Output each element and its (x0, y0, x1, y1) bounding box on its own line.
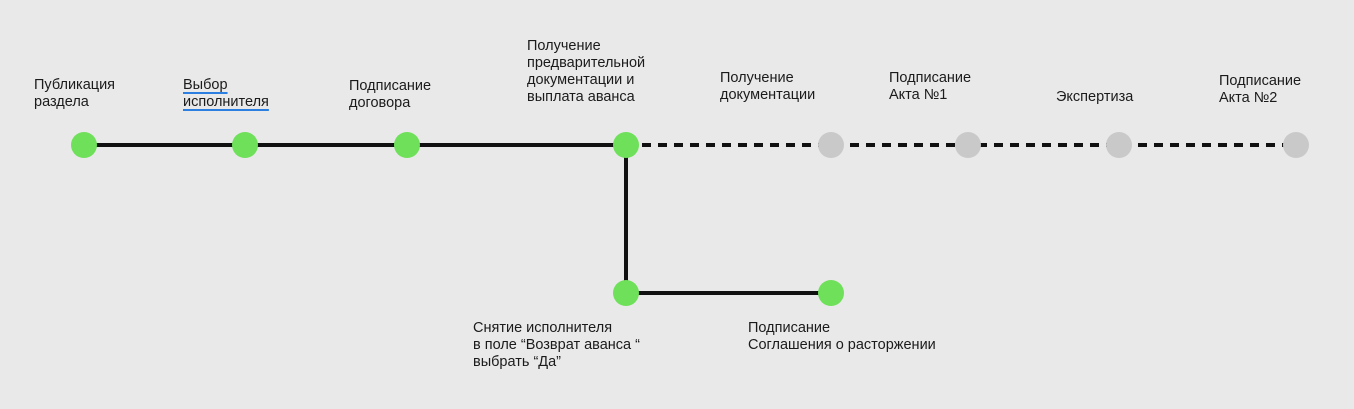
branch-node-remove-contractor (613, 280, 639, 306)
stage-node-expertise (1106, 132, 1132, 158)
branch-label-remove-contractor: Снятие исполнителя в поле “Возврат аванс… (473, 320, 640, 370)
branch-label-termination: Подписание Соглашения о расторжении (748, 320, 936, 353)
stage-label-act-2: Подписание Акта №2 (1219, 73, 1302, 106)
stage-node-documentation (818, 132, 844, 158)
stage-node-contractor-selection (232, 132, 258, 158)
stage-label-contract-signing: Подписание договора (349, 78, 432, 111)
stage-label-documentation: Получение документации (720, 70, 816, 103)
stage-label-act-1: Подписание Акта №1 (889, 70, 972, 103)
stage-label-publication: Публикация раздела (34, 77, 116, 110)
branch-node-termination (818, 280, 844, 306)
stage-label-contractor-selection: Выбор исполнителя (183, 77, 269, 110)
stage-label-expertise: Экспертиза (1056, 89, 1134, 105)
stage-node-act-1 (955, 132, 981, 158)
stage-node-publication (71, 132, 97, 158)
stage-label-preliminary-docs: Получение предварительной документации и… (527, 38, 646, 105)
stage-node-contract-signing (394, 132, 420, 158)
stage-node-preliminary-docs (613, 132, 639, 158)
stage-node-act-2 (1283, 132, 1309, 158)
